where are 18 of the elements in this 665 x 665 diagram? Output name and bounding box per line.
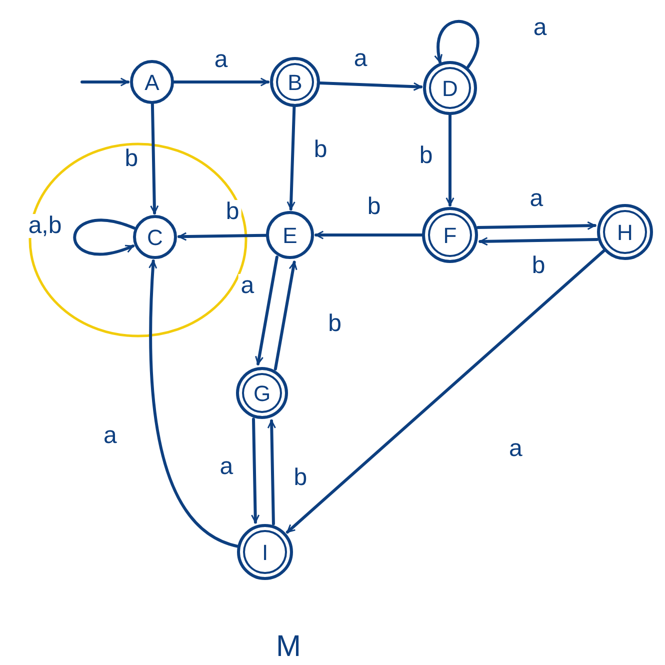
- arrow: [286, 249, 606, 534]
- arrow: [172, 78, 270, 86]
- arrow: [148, 259, 240, 548]
- automaton-name: M: [276, 632, 301, 662]
- arrow: [434, 20, 480, 68]
- arrow: [286, 105, 296, 211]
- arrow: [478, 237, 599, 246]
- arrow: [73, 218, 136, 256]
- arrow: [314, 230, 424, 240]
- arrow: [150, 102, 159, 214]
- arrow: [476, 221, 596, 230]
- arrow: [250, 418, 260, 524]
- arrow: [446, 114, 454, 206]
- arrow: [267, 419, 276, 526]
- arrow: [80, 78, 130, 86]
- edge-label: a,b: [26, 214, 64, 238]
- arrow: [318, 81, 423, 91]
- arrow: [178, 232, 268, 241]
